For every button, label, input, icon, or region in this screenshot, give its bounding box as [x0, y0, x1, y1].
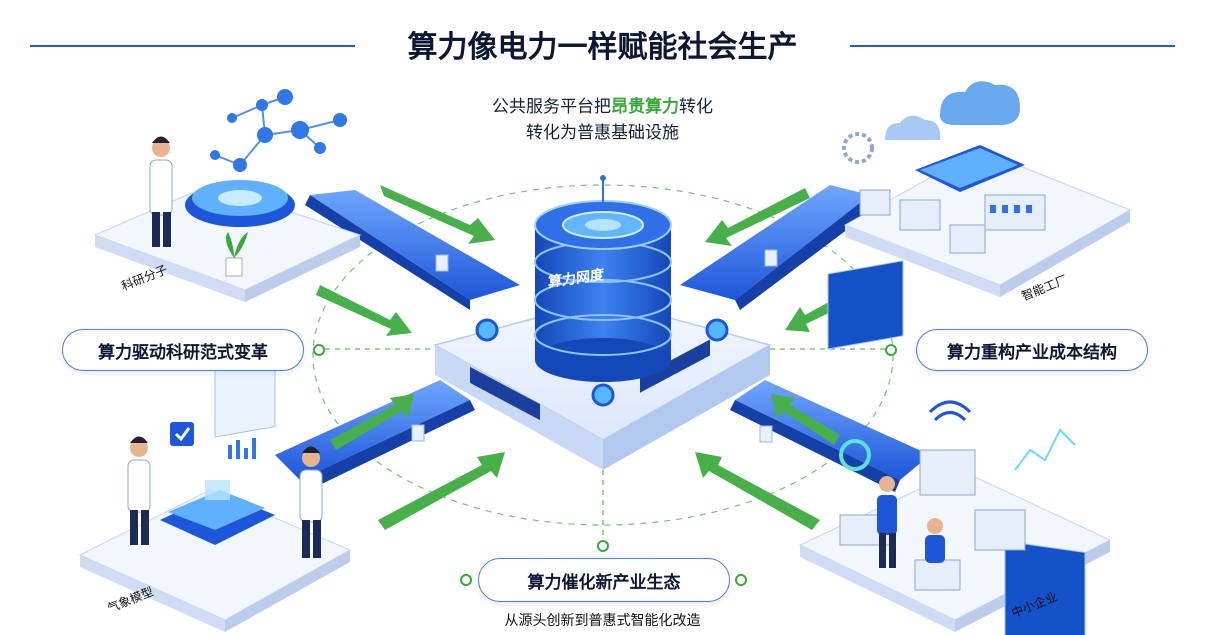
hub-cylinder: [534, 175, 672, 382]
arrow-in-bottom-left: [378, 452, 505, 530]
belt-crates: [411, 249, 778, 443]
belt-bottom-left: [275, 380, 475, 492]
connector-dot-left: [313, 344, 325, 356]
platform-research-molecules: [93, 89, 362, 302]
subtitle-suffix: 转化: [679, 97, 713, 117]
pill-new-ecosystem: 算力催化新产业生态: [478, 558, 730, 602]
belt-top-left: [305, 190, 520, 310]
arrow-in-mid-left: [316, 285, 412, 336]
arrow-in-top-right: [705, 188, 810, 246]
platform-small-business: [798, 260, 1112, 635]
arrow-in-bottom-right: [695, 452, 820, 530]
title-rule-right: [850, 45, 1175, 47]
subtitle-prefix: 公共服务平台把: [492, 97, 611, 117]
connector-dot-right: [885, 344, 897, 356]
connector-dot-bottom: [597, 540, 609, 552]
pill-research-paradigm: 算力驱动科研范式变革: [62, 329, 304, 371]
arrow-in-top-left: [380, 185, 495, 244]
page-title: 算力像电力一样赋能社会生产: [407, 30, 798, 65]
arrow-out-low-left: [330, 394, 414, 450]
belt-top-right: [680, 185, 880, 310]
title-rule-left: [30, 45, 355, 47]
platform-smart-factory: [842, 81, 1132, 297]
subtitle-line-2: 转化为普惠基础设施: [526, 123, 679, 143]
bottom-caption: 从源头创新到普惠式智能化改造: [504, 613, 701, 629]
subtitle-line-1: 公共服务平台把昂贵算力转化: [0, 92, 1205, 117]
connector-dot-bottom-left: [460, 574, 472, 586]
subtitle-highlight: 昂贵算力: [611, 97, 679, 117]
pill-industry-cost: 算力重构产业成本结构: [916, 329, 1148, 371]
arrow-out-low-right: [771, 394, 840, 445]
connector-dot-bottom-right: [735, 574, 747, 586]
platform-weather-model: [78, 355, 352, 632]
